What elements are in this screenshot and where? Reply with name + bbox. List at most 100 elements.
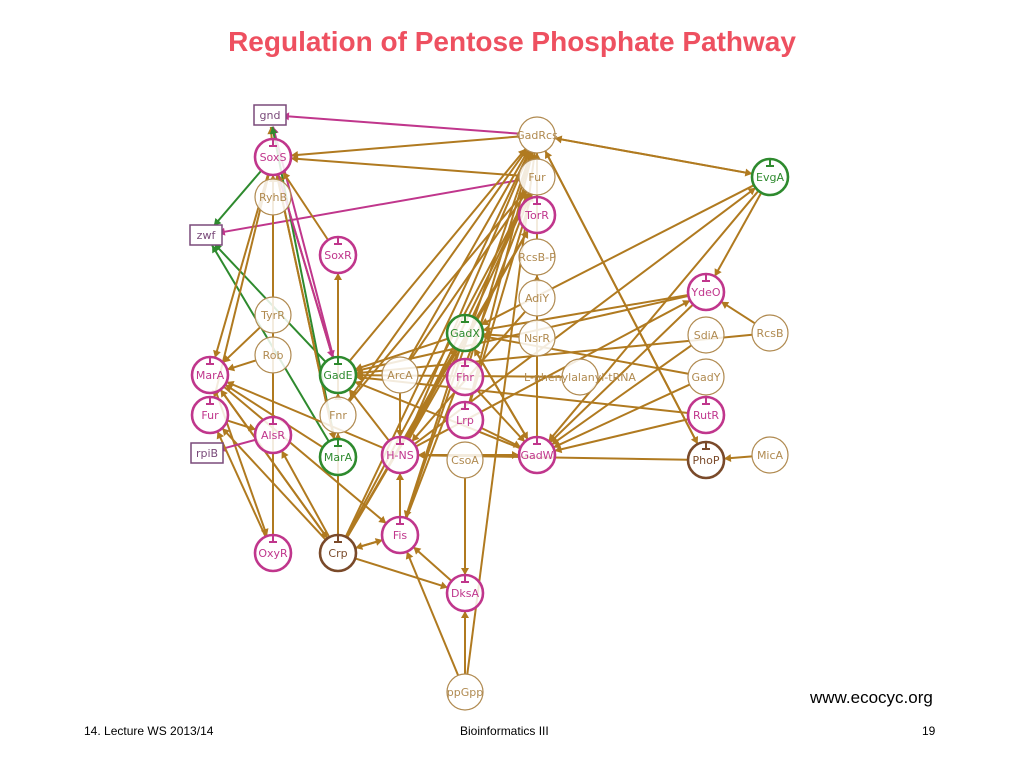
node-GadX[interactable]: GadX [445,313,485,353]
node-label: L-phenylalanyl-tRNA [524,371,636,384]
node-EvgA[interactable]: EvgA [750,157,790,197]
edge-NsrR-GadX [482,330,520,339]
node-label: RcsB [757,327,784,340]
node-label: CsoA [451,454,479,467]
node-Fhr[interactable]: Fhr [445,357,485,397]
node-Fnr[interactable]: Fnr [319,396,357,434]
node-label: TorR [524,209,549,222]
node-SoxR[interactable]: SoxR [318,235,358,275]
node-label: GadX [450,327,480,340]
node-label: TyrR [260,309,285,322]
edge-Rob-MarA [226,359,257,372]
node-HNS[interactable]: H-NS [380,435,420,475]
node-MicA[interactable]: MicA [751,436,789,474]
node-SoxS[interactable]: SoxS [253,137,293,177]
edges-layer [211,112,763,676]
node-label: DksA [451,587,480,600]
edge-SdiA-GadW [551,344,692,446]
edge-Fur2-SoxS [290,154,520,177]
node-rpiB[interactable]: rpiB [190,442,224,464]
node-OxyR[interactable]: OxyR [253,533,293,573]
node-MarA2[interactable]: MarA [318,437,358,477]
edge-Lrp-GadW [480,426,522,449]
node-label: H-NS [386,449,413,462]
node-label: gnd [260,109,281,122]
node-GadY[interactable]: GadY [687,358,725,396]
node-label: NsrR [524,332,550,345]
edge-SoxS-MarA2 [275,174,337,440]
node-PhoP[interactable]: PhoP [686,440,726,480]
edge-CsoA-DksA [461,478,469,575]
node-LPhe[interactable]: L-phenylalanyl-tRNA [524,358,636,396]
node-CsoA[interactable]: CsoA [446,441,484,479]
edge-Fhr-GadW [476,389,526,443]
node-AdiY[interactable]: AdiY [518,279,556,317]
node-RutR[interactable]: RutR [686,395,726,435]
node-RcsBP[interactable]: RcsB-P [518,238,556,276]
edge-Fnr-Fur2 [348,190,527,402]
edge-ppGpp-Fis [405,551,460,676]
node-label: Lrp [456,414,474,427]
node-label: AlsR [261,429,285,442]
edge-SoxR-SoxS [282,171,329,241]
node-TorR[interactable]: TorR [517,195,557,235]
edge-GadX-GadE [354,337,449,371]
node-label: AdiY [525,292,549,305]
edge-Fur-AlsR [226,419,257,432]
edge-PhoP-GadRcs [544,150,699,445]
node-Fis[interactable]: Fis [380,515,420,555]
node-DksA[interactable]: DksA [445,573,485,613]
node-label: Fur [201,409,219,422]
node-GadE[interactable]: GadE [318,355,358,395]
node-Fur[interactable]: Fur [190,395,230,435]
node-MarA[interactable]: MarA [190,355,230,395]
node-label: RutR [693,409,719,422]
node-label: Fis [393,529,408,542]
node-label: ArcA [387,369,413,382]
footer-course: Bioinformatics III [460,724,549,738]
node-label: MicA [757,449,784,462]
edge-GadRcs-SoxS [290,135,520,159]
node-label: YdeO [690,286,720,299]
node-label: Fnr [329,409,347,422]
node-label: SoxR [324,249,352,262]
node-Lrp[interactable]: Lrp [445,400,485,440]
node-Fur2[interactable]: Fur [518,158,556,196]
node-ArcA[interactable]: ArcA [381,356,419,394]
node-label: MarA [324,451,353,464]
edge-DksA-Fis [412,546,453,582]
source-credit: www.ecocyc.org [810,688,933,707]
node-TyrR[interactable]: TyrR [254,296,292,334]
node-label: ppGpp [447,686,483,699]
node-Crp[interactable]: Crp [318,533,358,573]
node-NsrR[interactable]: NsrR [518,319,556,357]
edge-MarA-Fis [223,385,387,525]
node-label: EvgA [756,171,784,184]
edge-Crp-DksA [354,557,449,590]
node-RcsB[interactable]: RcsB [751,314,789,352]
node-AlsR[interactable]: AlsR [253,415,293,455]
node-label: Crp [328,547,347,560]
edge-ArcA-HNS [396,393,404,437]
node-label: rpiB [196,447,218,460]
footer-lecture: 14. Lecture WS 2013/14 [84,724,214,738]
node-GadRcs[interactable]: GadRcs [516,116,558,154]
node-zwf[interactable]: zwf [189,224,223,246]
edge-TyrR-MarA [222,326,261,364]
edge-MicA-PhoP [723,454,753,463]
node-YdeO[interactable]: YdeO [686,272,726,312]
node-GadW[interactable]: GadW [517,435,557,475]
node-Rob[interactable]: Rob [254,336,292,374]
edge-EvgA-GadRcs [554,135,753,175]
node-ppGpp[interactable]: ppGpp [446,673,484,711]
node-label: OxyR [258,547,288,560]
node-SdiA[interactable]: SdiA [687,316,725,354]
node-label: GadW [520,449,553,462]
node-RyhB[interactable]: RyhB [254,178,292,216]
edge-EvgA-GadW [547,190,760,442]
node-gnd[interactable]: gnd [253,104,287,126]
node-label: GadY [692,371,721,384]
edge-Crp-GadRcs [344,150,531,538]
